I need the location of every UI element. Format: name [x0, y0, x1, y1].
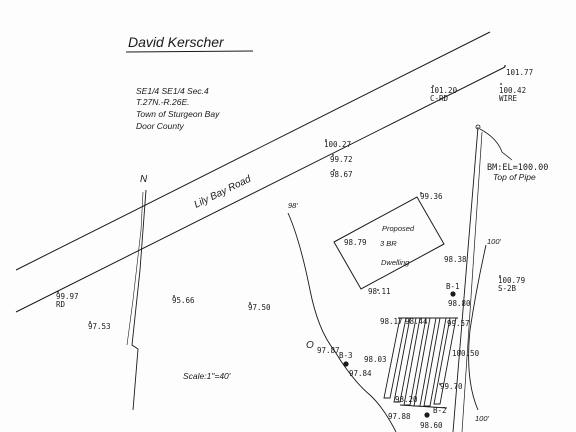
elev-98-80: 98.80	[448, 299, 471, 308]
contour-98	[287, 212, 397, 432]
dwelling-line-1: Proposed	[382, 224, 415, 233]
elev-100-50: 100.50	[452, 349, 480, 358]
elev-98-38: 98.38	[444, 255, 467, 264]
elev-101-77: 101.77	[506, 68, 533, 77]
road-label: Lily Bay Road	[192, 174, 253, 211]
elev-100-42: 100.42	[499, 86, 526, 95]
boring-b1-label: B-1	[446, 282, 460, 291]
elev-98-79: 98.79	[344, 238, 367, 247]
north-label: N	[140, 174, 148, 185]
drainfield-trenches	[383, 317, 458, 409]
elev-98-44: 98.44	[405, 317, 428, 326]
elev-97-53: 97.53	[88, 322, 111, 331]
contour-100-label-a: 100'	[487, 237, 502, 246]
dwelling-line-2: 3 BR	[380, 239, 397, 248]
north-arrow-line	[131, 189, 147, 411]
road-edge-south	[15, 66, 506, 313]
property-line	[452, 126, 479, 432]
dwelling-line-3: Dwelling	[381, 258, 410, 267]
legal-line-4: Door County	[136, 121, 184, 131]
elev-99-97: 99.97	[56, 292, 79, 301]
elev-rd: RD	[56, 300, 66, 309]
elev-97-87: 97.87	[317, 346, 340, 355]
elev-101-20: 101.20	[430, 86, 458, 95]
owner-title: David Kerscher	[128, 34, 225, 50]
elev-98-20: 98.20	[395, 395, 418, 404]
elev-99-36: 99.36	[420, 192, 443, 201]
elev-wire: WIRE	[499, 94, 518, 103]
legal-line-1: SE1/4 SE1/4 Sec.4	[136, 86, 209, 96]
scale-label: Scale:1"=40'	[183, 371, 231, 381]
elev-c-rd: C-RD	[430, 94, 449, 103]
north-arrow-shaft	[126, 191, 144, 346]
elev-o-mark: O	[306, 340, 314, 351]
boring-b3-label: B-3	[339, 351, 353, 360]
elev-95-66: 95.66	[172, 296, 195, 305]
proposed-dwelling-outline	[333, 196, 445, 290]
survey-line	[461, 131, 483, 432]
elev-s-2b: S-2B	[498, 284, 517, 293]
contour-98-label: 98'	[288, 201, 298, 210]
elev-97-50: 97.50	[248, 303, 271, 312]
elev-97-84: 97.84	[349, 369, 372, 378]
boring-b3-marker	[343, 361, 349, 367]
benchmark-line-1: BM:EL=100.00	[487, 163, 548, 173]
contour-100-label-b: 100'	[475, 414, 490, 423]
elev-98-11: 98.11	[368, 287, 391, 296]
elev-97-88: 97.88	[388, 412, 411, 421]
road-edge-north	[15, 31, 491, 271]
boring-b2-marker	[424, 412, 430, 418]
legal-line-2: T.27N.-R.26E.	[136, 97, 190, 107]
elevation-points	[57, 65, 506, 385]
boring-b2-label: B-2	[433, 406, 447, 415]
elev-98-03: 98.03	[364, 355, 387, 364]
contour-100	[468, 244, 487, 411]
elev-100-27: 100.27	[324, 140, 351, 149]
elev-99-57: 99.57	[447, 319, 470, 328]
elev-98-67: 98.67	[330, 170, 353, 179]
legal-line-3: Town of Sturgeon Bay	[136, 109, 220, 119]
elev-99-72: 99.72	[330, 155, 353, 164]
elev-98-17: 98.17	[380, 317, 403, 326]
benchmark-line-2: Top of Pipe	[493, 172, 536, 182]
boring-b1-marker	[450, 291, 456, 297]
benchmark-leader	[479, 128, 513, 161]
elev-99-70: 99.70	[440, 382, 463, 391]
title-underline	[125, 50, 254, 53]
elev-100-79: 100.79	[498, 276, 525, 285]
elev-98-60: 98.60	[420, 421, 443, 430]
